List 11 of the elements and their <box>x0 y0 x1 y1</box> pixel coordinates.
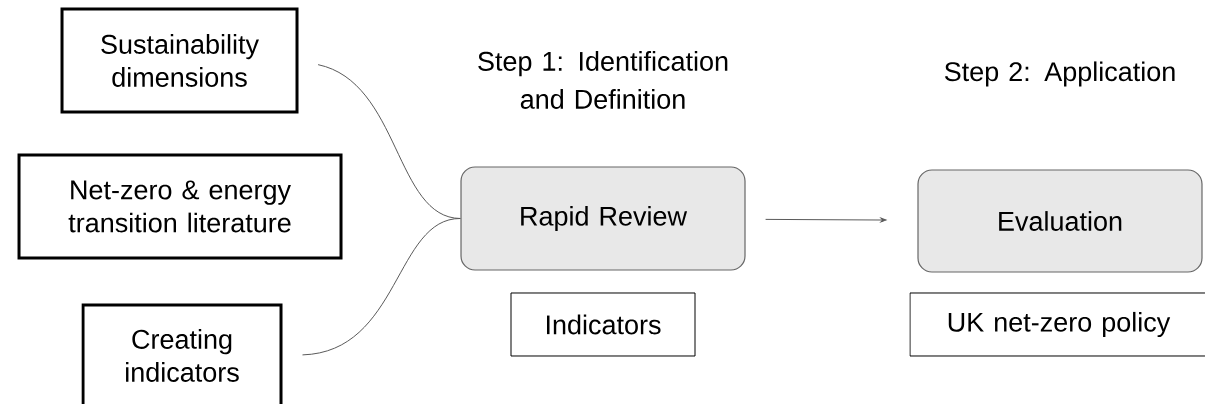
step-heading: Step 1: Identification and Definition <box>478 51 728 109</box>
step-heading: Step 2: Application <box>944 61 1175 87</box>
connector-line <box>302 218 461 356</box>
input-box: Creating indicators <box>81 303 283 404</box>
output-box: Indicators <box>510 292 696 357</box>
arrow <box>765 217 887 223</box>
input-box: Net-zero & energy transition literature <box>17 153 343 260</box>
process-box: Rapid Review <box>460 166 746 271</box>
process-box: Evaluation <box>917 169 1203 273</box>
output-box: UK net-zero policy <box>909 292 1205 357</box>
input-box: Sustainability dimensions <box>60 7 299 114</box>
